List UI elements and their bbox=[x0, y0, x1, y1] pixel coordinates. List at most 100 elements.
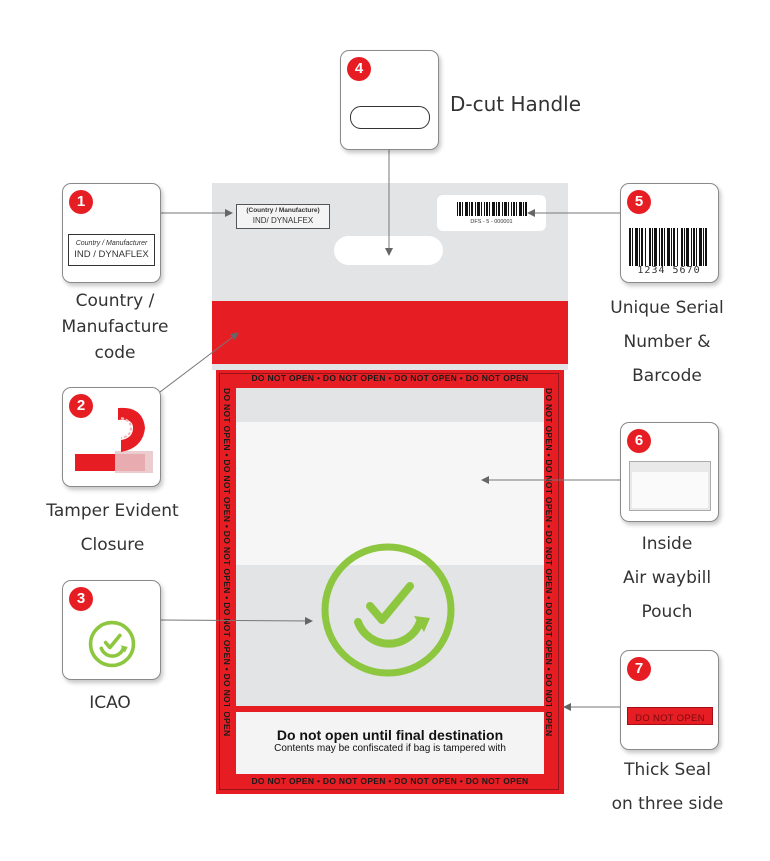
bag-country-label-line2: IND/ DYNALFEX bbox=[252, 216, 314, 225]
barcode-bar bbox=[504, 202, 507, 216]
barcode-bar bbox=[652, 228, 653, 266]
barcode-bar bbox=[667, 228, 670, 266]
barcode-bar bbox=[649, 228, 651, 266]
feature-7-icon-box: 7 DO NOT OPEN bbox=[620, 650, 719, 750]
feature-1-label-line-1: Country / bbox=[75, 291, 155, 311]
bag-barcode bbox=[457, 202, 527, 216]
security-bag: (Country / Manufacture) IND/ DYNALFEX DF… bbox=[212, 183, 568, 798]
barcode-bar bbox=[496, 202, 497, 216]
panel-divider bbox=[222, 706, 558, 712]
barcode-bar bbox=[699, 228, 702, 266]
barcode-bar bbox=[462, 202, 463, 216]
barcode-bar bbox=[457, 202, 458, 216]
country-code-icon-line1: Country / Manufacturer bbox=[75, 240, 148, 247]
barcode-bar bbox=[696, 228, 697, 266]
feature-4-label: D-cut Handle bbox=[450, 92, 581, 116]
barcode-bar bbox=[686, 228, 689, 266]
barcode-bar bbox=[681, 228, 683, 266]
barcode-bar bbox=[691, 228, 692, 266]
feature-1-label-line-3: code bbox=[94, 343, 136, 363]
barcode-bar bbox=[471, 202, 473, 216]
feature-7-label: Thick Seal on three side bbox=[590, 753, 745, 821]
barcode-bar bbox=[703, 228, 704, 266]
barcode-bar bbox=[484, 202, 485, 216]
pouch-icon bbox=[629, 461, 711, 511]
feature-6-label-line-2: Air waybill bbox=[622, 568, 712, 588]
barcode-icon bbox=[629, 228, 707, 266]
feature-2-label-line-2: Closure bbox=[80, 535, 145, 555]
country-code-icon: Country / Manufacturer IND / DYNAFLEX bbox=[68, 234, 155, 266]
feature-2-number: 2 bbox=[69, 394, 93, 418]
barcode-bar bbox=[486, 202, 488, 216]
barcode-bar bbox=[481, 202, 482, 216]
icao-logo bbox=[321, 543, 455, 677]
barcode-bar bbox=[639, 228, 640, 266]
barcode-bar bbox=[477, 202, 480, 216]
feature-4-number: 4 bbox=[347, 57, 371, 81]
feature-6-label-line-1: Inside bbox=[641, 534, 693, 554]
barcode-bar bbox=[475, 202, 476, 216]
feature-5-icon-box: 5 1234 5670 bbox=[620, 183, 719, 283]
barcode-bar bbox=[465, 202, 468, 216]
feature-5-number: 5 bbox=[627, 190, 651, 214]
barcode-bar bbox=[693, 228, 695, 266]
barcode-bar bbox=[459, 202, 461, 216]
seal-strip-icon: DO NOT OPEN bbox=[627, 707, 713, 725]
barcode-bar bbox=[511, 202, 512, 216]
seal-inner-border bbox=[219, 373, 559, 790]
barcode-bar bbox=[513, 202, 515, 216]
feature-3-icon-box: 3 bbox=[62, 580, 161, 680]
feature-6-number: 6 bbox=[627, 429, 651, 453]
feature-1-icon-box: 1 Country / Manufacturer IND / DYNAFLEX bbox=[62, 183, 161, 283]
seal-strip-icon-text: DO NOT OPEN bbox=[635, 713, 705, 724]
feature-6-icon-box: 6 bbox=[620, 422, 719, 522]
feature-5-label: Unique Serial Number & Barcode bbox=[592, 291, 742, 393]
feature-5-label-line-2: Number & bbox=[623, 332, 711, 352]
barcode-bar bbox=[489, 202, 490, 216]
barcode-bar bbox=[492, 202, 495, 216]
warning-title: Do not open until final destination bbox=[276, 727, 504, 743]
barcode-bar bbox=[469, 202, 470, 216]
feature-5-label-line-3: Barcode bbox=[632, 366, 702, 386]
barcode-bar bbox=[635, 228, 638, 266]
barcode-bar bbox=[661, 228, 663, 266]
barcode-icon-digits: 1234 5670 bbox=[637, 265, 701, 276]
feature-7-label-line-1: Thick Seal bbox=[624, 760, 711, 780]
country-code-icon-line2: IND / DYNAFLEX bbox=[74, 249, 149, 260]
barcode-bar bbox=[677, 228, 678, 266]
barcode-bar bbox=[516, 202, 517, 216]
feature-7-number: 7 bbox=[627, 657, 651, 681]
barcode-bar bbox=[645, 228, 646, 266]
barcode-bar bbox=[684, 228, 685, 266]
tamper-strip bbox=[212, 301, 568, 364]
feature-3-label: ICAO bbox=[60, 686, 160, 720]
barcode-bar bbox=[654, 228, 657, 266]
warning-panel: Do not open until final destination Cont… bbox=[236, 712, 544, 774]
feature-5-label-line-1: Unique Serial bbox=[610, 298, 724, 318]
warning-subtitle: Contents may be confiscated if bag is ta… bbox=[274, 743, 506, 754]
pouch-icon-inner bbox=[632, 472, 708, 508]
barcode-bar bbox=[664, 228, 665, 266]
feature-7-label-line-2: on three side bbox=[611, 794, 724, 814]
feature-3-number: 3 bbox=[69, 587, 93, 611]
bag-serial-label: DFS - 5 - 000001 bbox=[437, 195, 546, 231]
seal-text-top: DO NOT OPEN • DO NOT OPEN • DO NOT OPEN … bbox=[251, 373, 529, 383]
barcode-bar bbox=[673, 228, 675, 266]
feature-6-label: Inside Air waybill Pouch bbox=[592, 527, 742, 629]
feature-2-label: Tamper Evident Closure bbox=[35, 494, 190, 562]
barcode-bar bbox=[525, 202, 527, 216]
icao-panel bbox=[236, 565, 544, 706]
pouch-top-band bbox=[236, 388, 544, 422]
feature-4-label-line-1: D-cut Handle bbox=[450, 92, 582, 116]
bag-gap bbox=[212, 364, 568, 370]
barcode-bar bbox=[641, 228, 643, 266]
feature-1-label: Country / Manufacture code bbox=[40, 288, 190, 366]
seal-text-bottom: DO NOT OPEN • DO NOT OPEN • DO NOT OPEN … bbox=[251, 776, 529, 786]
barcode-bar bbox=[519, 202, 522, 216]
feature-2-label-line-1: Tamper Evident bbox=[46, 501, 179, 521]
barcode-bar bbox=[498, 202, 500, 216]
feature-3-label-line-1: ICAO bbox=[89, 693, 131, 713]
barcode-bar bbox=[508, 202, 509, 216]
barcode-bar bbox=[705, 228, 707, 266]
barcode-bar bbox=[671, 228, 672, 266]
